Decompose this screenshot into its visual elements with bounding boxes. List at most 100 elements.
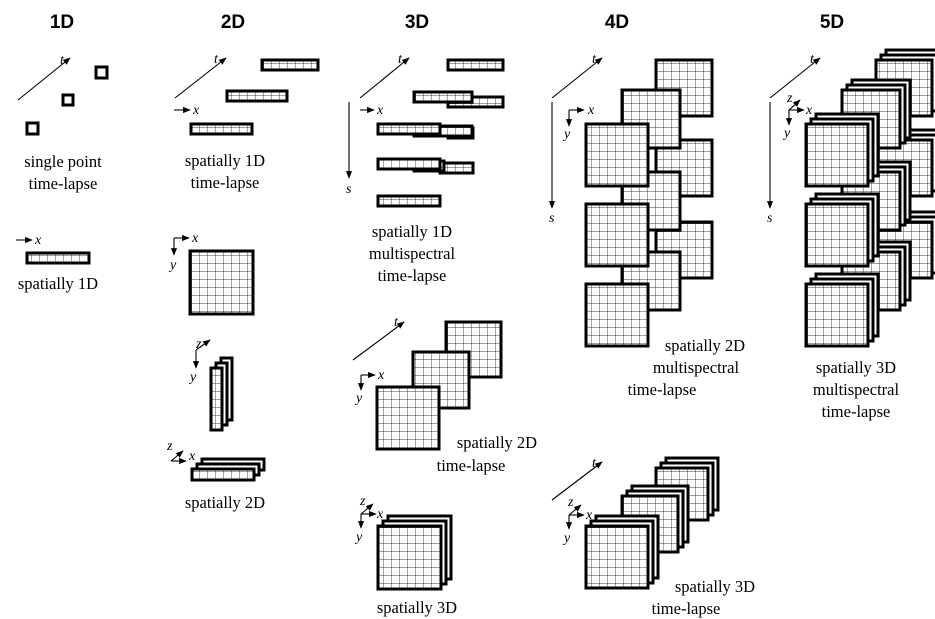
caption-spatially-1d: spatially 1D (18, 274, 98, 293)
caption-multispectral: multispectral (653, 358, 740, 377)
panel-spatially-3d-time-lapse: t z x y spatially 3D time-lapse (551, 456, 755, 618)
axis-label-y: y (354, 530, 363, 545)
panel-single-point-time-lapse: t single point time-lapse (17, 53, 109, 193)
caption-spatially-2d: spatially 2D (457, 433, 537, 452)
panel-spatially-2d-grid: x y (168, 231, 255, 316)
axis-label-x: x (192, 103, 200, 118)
column-header-2d: 2D (221, 12, 245, 33)
caption-spatially-1d: spatially 1D (372, 222, 452, 241)
axis-label-t: t (394, 315, 399, 330)
axis-label-y: y (168, 258, 177, 273)
axis-label-x: x (376, 507, 384, 522)
column-header-3d: 3D (405, 12, 429, 33)
caption-time-lapse: time-lapse (652, 599, 721, 618)
axis-label-z: z (567, 495, 574, 510)
axis-arrow (568, 504, 582, 516)
axis-arrow (352, 321, 405, 361)
pixel-row-strip (412, 90, 474, 104)
grid-image (804, 282, 870, 348)
axis-arrow (195, 339, 211, 351)
caption-time-lapse: time-lapse (822, 402, 891, 421)
panel-spatially-1d-multispectral-time-lapse: t x s spatially 1D multispectral time-la… (345, 52, 505, 285)
axis-arrow (359, 57, 410, 99)
pixel-row-strip (376, 157, 442, 171)
caption-spatially-1d: spatially 1D (185, 151, 265, 170)
panel-spatially-2d-slabs: z y z x spatially 2D (166, 337, 266, 512)
panel-spatially-2d-multispectral-time-lapse: t x y s spatially 2D multispectral time-… (548, 52, 745, 399)
axis-label-x: x (376, 103, 384, 118)
axis-arrow (769, 57, 821, 99)
single-point-pixel (61, 93, 75, 107)
axis-arrow (174, 57, 227, 99)
caption-spatially-3d: spatially 3D (377, 598, 457, 617)
axis-label-t: t (592, 456, 597, 471)
caption-spatially-3d: spatially 3D (816, 358, 896, 377)
caption-spatially-3d: spatially 3D (675, 577, 755, 596)
axis-label-z: z (359, 494, 366, 509)
pixel-row-strip (376, 194, 442, 208)
pixel-row-strip (260, 58, 320, 72)
caption-multispectral: multispectral (369, 244, 456, 263)
pixel-row-strip (190, 467, 256, 482)
caption-time-lapse: time-lapse (437, 456, 506, 475)
single-point-pixel (25, 121, 40, 136)
grid-image (620, 88, 682, 150)
grid-image (804, 122, 870, 188)
axis-arrow (17, 57, 71, 101)
axis-label-x: x (585, 508, 593, 523)
grid-image (584, 524, 650, 590)
axis-arrow (360, 503, 374, 515)
pixel-column-strip (209, 366, 224, 432)
axis-label-x: x (34, 233, 42, 248)
pixel-row-strip (446, 58, 505, 72)
axis-label-z: z (786, 91, 793, 106)
panel-spatially-3d: z x y spatially 3D (354, 494, 457, 617)
axis-label-y: y (188, 370, 197, 385)
axis-label-y: y (354, 391, 363, 406)
pixel-row-strip (225, 89, 289, 103)
axis-label-x: x (805, 103, 813, 118)
axis-label-y: y (562, 127, 571, 142)
caption-time-lapse: time-lapse (191, 173, 260, 192)
panel-spatially-3d-multispectral-time-lapse: t z x y s (766, 48, 935, 421)
axis-label-z: z (166, 439, 173, 454)
caption-spatially-2d: spatially 2D (665, 336, 745, 355)
column-header-4d: 4D (605, 12, 629, 33)
caption-time-lapse: time-lapse (378, 266, 447, 285)
axis-label-x: x (587, 103, 595, 118)
single-point-pixel (94, 65, 109, 80)
axis-arrow (788, 99, 801, 111)
caption-time-lapse: time-lapse (29, 174, 98, 193)
grid-image (584, 202, 650, 268)
axis-label-t: t (398, 52, 403, 67)
caption-time-lapse: time-lapse (628, 380, 697, 399)
axis-label-s: s (549, 211, 555, 226)
pixel-row-strip (189, 122, 254, 136)
grid-image (584, 122, 650, 188)
caption-spatially-2d: spatially 2D (185, 493, 265, 512)
axis-label-y: y (562, 531, 571, 546)
axis-label-t: t (214, 52, 219, 67)
axis-label-t: t (60, 53, 65, 68)
axis-arrow (170, 450, 184, 462)
axis-label-t: t (810, 52, 815, 67)
grid-image (375, 385, 441, 451)
axis-label-s: s (346, 182, 352, 197)
pixel-row-strip (25, 251, 91, 265)
axis-label-z: z (195, 337, 202, 352)
grid-image (804, 202, 870, 268)
axis-label-s: s (767, 211, 773, 226)
axis-label-x: x (188, 449, 196, 464)
caption-single-point: single point (24, 152, 102, 171)
grid-image (188, 249, 255, 316)
panel-spatially-1d: x spatially 1D (16, 233, 98, 293)
column-header-5d: 5D (820, 12, 844, 33)
axis-arrow (551, 461, 603, 501)
caption-multispectral: multispectral (813, 380, 900, 399)
axis-label-x: x (377, 368, 385, 383)
grid-image (376, 524, 443, 591)
axis-arrow (551, 57, 603, 99)
column-header-1d: 1D (50, 12, 74, 33)
panel-spatially-1d-time-lapse: t x spatially 1D time-lapse (174, 52, 320, 192)
